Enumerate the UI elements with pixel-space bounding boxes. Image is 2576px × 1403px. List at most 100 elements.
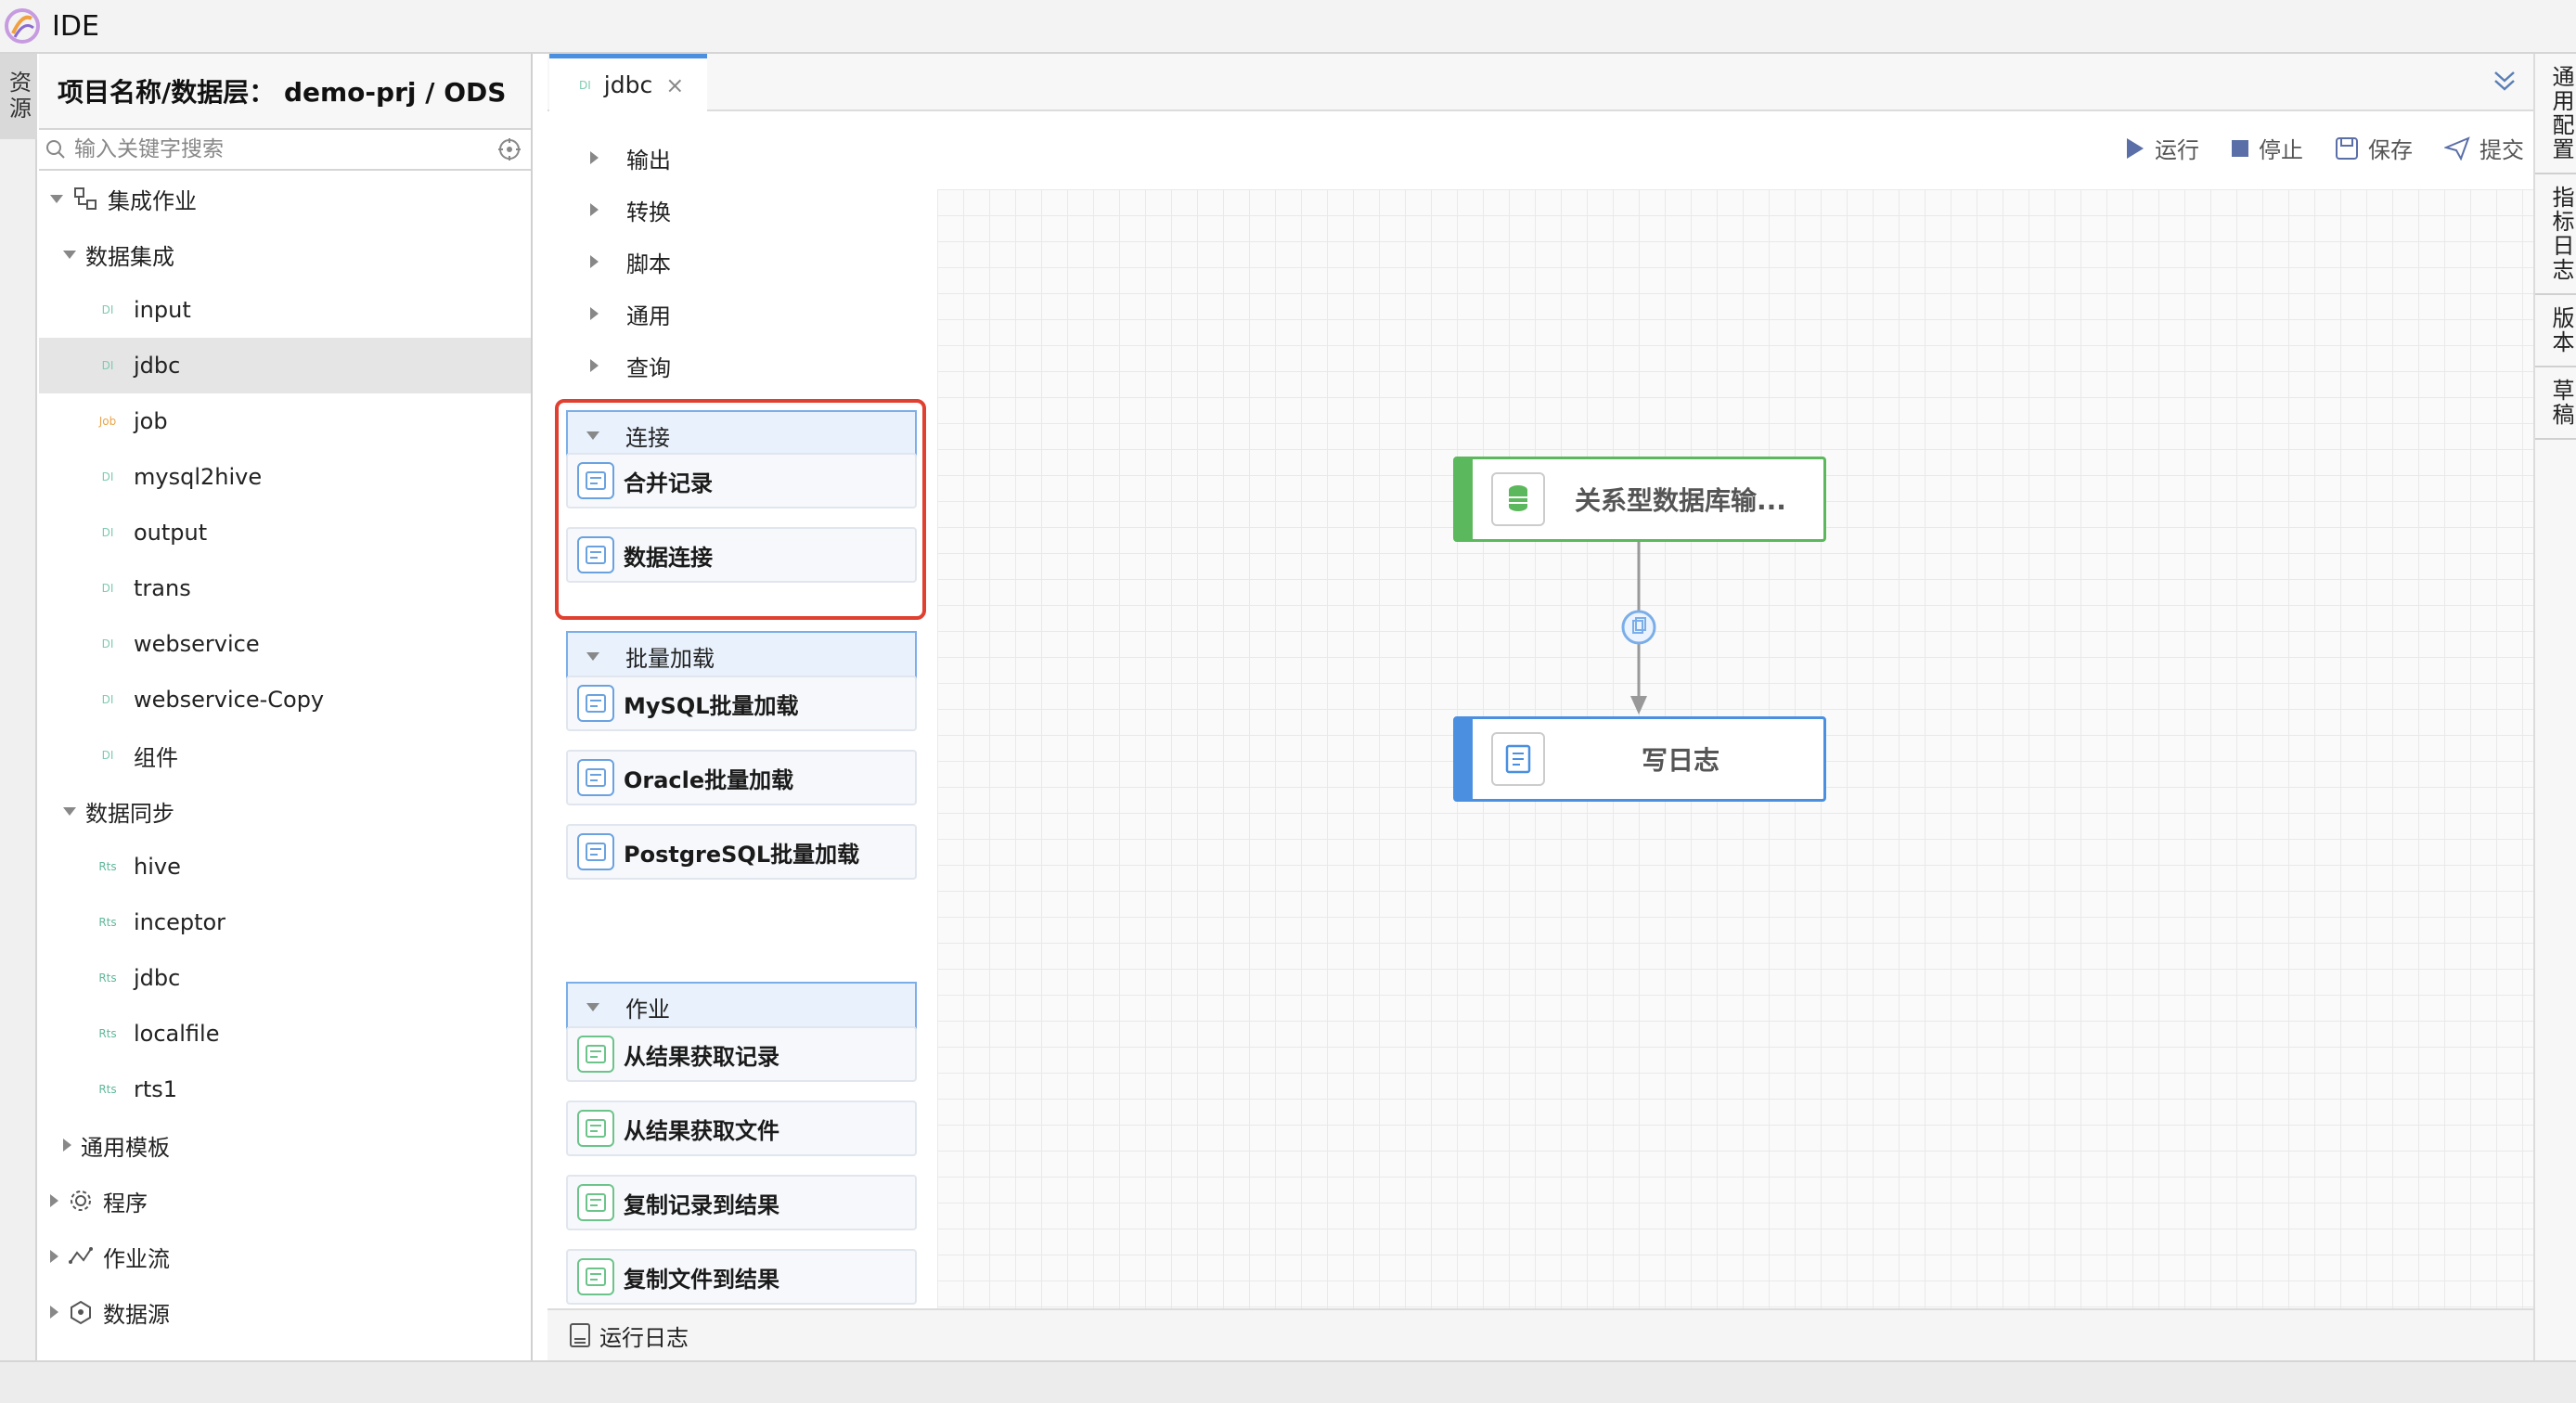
caret-right-icon[interactable]: [50, 1250, 58, 1263]
palette-tool-item[interactable]: 数据连接: [566, 527, 917, 583]
run-log-label: 运行日志: [599, 1324, 689, 1351]
tree-item-label: 数据同步: [85, 800, 174, 827]
palette-tool-item[interactable]: MySQL批量加载: [566, 676, 917, 731]
close-icon[interactable]: ×: [665, 71, 685, 98]
resource-panel: 项目名称/数据层： demo-prj / ODS 集成作业数据集成DIinput…: [39, 54, 533, 1360]
datasource-icon: [68, 1299, 94, 1325]
save-button[interactable]: 保存: [2335, 132, 2413, 164]
tree-item-label: 数据源: [103, 1301, 170, 1328]
palette-category[interactable]: 查询: [547, 340, 937, 392]
palette-section-header[interactable]: 作业: [566, 982, 917, 1032]
tree-item[interactable]: 数据源: [39, 1284, 531, 1340]
palette-category[interactable]: 转换: [547, 184, 937, 236]
database-icon: [1491, 472, 1545, 526]
tool-label: 从结果获取记录: [624, 1043, 779, 1070]
stop-icon: [2232, 139, 2248, 157]
palette-tool-item[interactable]: PostgreSQL批量加载: [566, 824, 917, 880]
node-write-log[interactable]: 写日志: [1453, 716, 1826, 802]
right-strip-tab[interactable]: 草稿: [2535, 367, 2576, 440]
right-strip-tab[interactable]: 指标日志: [2535, 174, 2576, 295]
caret-down-icon[interactable]: [63, 250, 76, 259]
palette-section-header[interactable]: 连接: [566, 410, 917, 460]
type-badge: Rts: [98, 860, 117, 873]
component-icon: [577, 462, 614, 499]
palette-tool-item[interactable]: Oracle批量加载: [566, 750, 917, 805]
tree-item-label: 组件: [134, 744, 178, 771]
tree-item-label: 数据集成: [85, 243, 174, 270]
node-label: 关系型数据库输...: [1575, 485, 1786, 516]
stop-button[interactable]: 停止: [2231, 132, 2303, 164]
right-strip-tab[interactable]: 版本: [2535, 295, 2576, 367]
run-button[interactable]: 运行: [2125, 132, 2199, 164]
run-log-bar[interactable]: 运行日志: [547, 1308, 2533, 1360]
tree-item[interactable]: 作业流: [39, 1229, 531, 1284]
palette-category[interactable]: 通用: [547, 288, 937, 340]
palette-tool-item[interactable]: 从结果获取文件: [566, 1101, 917, 1156]
palette-tool-item[interactable]: 合并记录: [566, 453, 917, 508]
type-badge: DI: [101, 303, 114, 316]
type-badge: DI: [101, 582, 114, 595]
caret-right-icon[interactable]: [50, 1306, 58, 1319]
submit-button[interactable]: 提交: [2444, 132, 2524, 164]
tree-item[interactable]: 通用模板: [39, 1117, 531, 1173]
tree-item-label: jdbc: [134, 353, 181, 379]
palette-tool-item[interactable]: 复制文件到结果: [566, 1249, 917, 1305]
tool-label: PostgreSQL批量加载: [624, 841, 860, 868]
tool-label: 复制文件到结果: [624, 1266, 779, 1293]
highlight-annotation: [555, 399, 926, 620]
stop-label: 停止: [2259, 137, 2303, 163]
title-bar: IDE: [0, 0, 2576, 54]
chevron-double-down-icon[interactable]: [2491, 67, 2518, 95]
tree-item-label: mysql2hive: [134, 464, 263, 490]
category-label: 通用: [626, 302, 671, 329]
palette-tool-item[interactable]: 从结果获取记录: [566, 1026, 917, 1082]
caret-right-icon[interactable]: [63, 1139, 71, 1152]
tree-item[interactable]: 程序: [39, 1173, 531, 1229]
locate-icon[interactable]: [497, 137, 522, 161]
search-bar: [39, 128, 531, 171]
caret-right-icon[interactable]: [50, 1194, 58, 1207]
palette-tool-item[interactable]: 复制记录到结果: [566, 1175, 917, 1230]
node-relational-db-input[interactable]: 关系型数据库输...: [1453, 457, 1826, 542]
palette-category[interactable]: 脚本: [547, 236, 937, 288]
tree-item[interactable]: 数据同步: [39, 783, 531, 839]
resource-tab[interactable]: 资源: [0, 54, 37, 139]
tree-item[interactable]: 集成作业: [39, 171, 531, 226]
type-badge: Rts: [98, 1083, 117, 1096]
palette-section-header[interactable]: 批量加载: [566, 631, 917, 681]
log-file-icon: [570, 1323, 590, 1347]
category-label: 脚本: [626, 251, 671, 277]
submit-label: 提交: [2479, 137, 2524, 163]
tool-label: 数据连接: [624, 544, 713, 571]
right-strip-tab[interactable]: 通用配置: [2535, 54, 2576, 174]
clipped-category: [547, 111, 937, 132]
tree-item[interactable]: 数据集成: [39, 226, 531, 282]
component-icon: [577, 1184, 614, 1221]
flow-connector[interactable]: [1615, 542, 1667, 718]
caret-down-icon[interactable]: [50, 194, 63, 203]
search-input[interactable]: [74, 137, 497, 161]
editor-tab-jdbc[interactable]: DI jdbc ×: [549, 54, 707, 111]
tool-label: Oracle批量加载: [624, 766, 794, 793]
type-badge: DI: [101, 637, 114, 650]
tool-label: 从结果获取文件: [624, 1117, 779, 1144]
palette-category[interactable]: 输出: [547, 132, 937, 184]
tree-item-label: output: [134, 520, 208, 546]
palette-categories: 输出转换脚本通用查询: [547, 132, 937, 392]
caret-down-icon[interactable]: [63, 806, 76, 816]
